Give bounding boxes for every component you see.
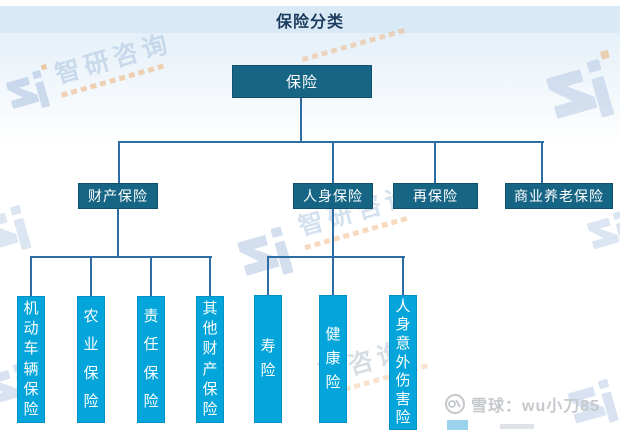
page-title: 保险分类 bbox=[275, 13, 344, 31]
connector-line bbox=[117, 209, 119, 257]
node-property-insurance: 财产保险 bbox=[78, 183, 158, 209]
node-life-insurance: 寿险 bbox=[254, 295, 282, 423]
xueqiu-credit: 雪球：wu小刀85 bbox=[444, 392, 600, 416]
node-health-insurance: 健康险 bbox=[319, 295, 347, 423]
connector-line bbox=[267, 256, 405, 258]
connector-line bbox=[332, 142, 334, 184]
node-reinsurance: 再保险 bbox=[393, 183, 478, 209]
xueqiu-credit-text: 雪球：wu小刀85 bbox=[471, 398, 601, 415]
node-label: 再保险 bbox=[413, 188, 458, 204]
xueqiu-logo-icon bbox=[445, 394, 465, 414]
watermark-left-mid bbox=[0, 197, 43, 272]
connector-line bbox=[150, 257, 152, 297]
connector-line bbox=[30, 257, 32, 297]
node-motor-vehicle-insurance: 机动车辆保险 bbox=[17, 296, 45, 423]
title-bar: 保险分类 bbox=[0, 6, 620, 33]
node-liability-insurance: 责任保险 bbox=[137, 296, 165, 423]
connector-line bbox=[209, 257, 211, 297]
connector-line bbox=[300, 98, 302, 142]
connector-line bbox=[90, 257, 92, 297]
node-insurance: 保险 bbox=[232, 65, 372, 98]
connector-line bbox=[402, 257, 404, 296]
node-commercial-pension-insurance: 商业养老保险 bbox=[505, 183, 613, 209]
connector-line bbox=[332, 209, 334, 296]
zhiyan-logo-icon bbox=[0, 204, 32, 252]
node-label: 财产保险 bbox=[88, 188, 148, 204]
node-label: 商业养老保险 bbox=[514, 188, 604, 204]
node-accident-injury-insurance: 人身意外伤害险 bbox=[389, 295, 417, 430]
node-label: 保险 bbox=[285, 74, 318, 91]
connector-line bbox=[30, 256, 212, 258]
connector-line bbox=[434, 142, 436, 184]
connector-line bbox=[267, 257, 269, 296]
watermark-subtext-dashes bbox=[304, 214, 412, 251]
node-label: 人身保险 bbox=[303, 188, 363, 204]
connector-line bbox=[118, 142, 120, 184]
node-agriculture-insurance: 农业保险 bbox=[77, 296, 105, 423]
connector-line bbox=[541, 142, 543, 184]
node-other-property-insurance: 其他财产保险 bbox=[196, 296, 224, 423]
zhiyan-logo-icon bbox=[586, 211, 620, 250]
watermark-right-mid bbox=[582, 205, 620, 268]
watermark-fragment bbox=[447, 420, 468, 430]
watermark-fragment bbox=[500, 424, 534, 429]
node-personal-insurance: 人身保险 bbox=[293, 183, 373, 209]
connector-line bbox=[118, 141, 544, 143]
